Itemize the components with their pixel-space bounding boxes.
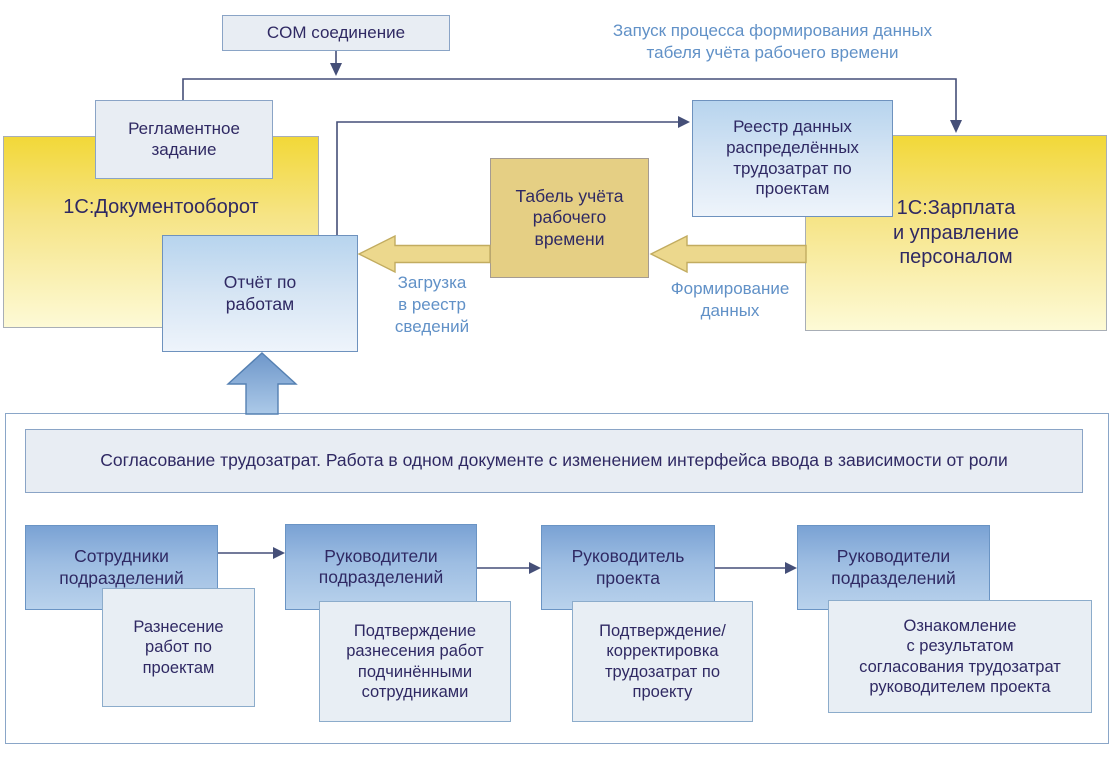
run-process-annotation: Запуск процесса формирования данных табе… [612,21,933,63]
task-box-confirm-allocation: Подтверждение разнесения работ подчинённ… [319,601,511,722]
role-box-dept-heads-1: Руководители подразделений [285,524,477,610]
timesheet-to-report-block-arrow [357,234,491,274]
task-box-confirm-adjust: Подтверждение/ корректировка трудозатрат… [572,601,753,722]
node-com-connection: COM соединение [222,15,450,51]
role-box-dept-heads-2: Руководители подразделений [797,525,990,610]
task-box-allocate-work: Разнесение работ по проектам [102,588,255,707]
form-data-annotation: Формирование данных [670,279,790,321]
node-labor-registry: Реестр данных распределённых трудозатрат… [692,100,893,217]
node-timesheet: Табель учёта рабочего времени [490,158,649,278]
node-scheduled-task: Регламентное задание [95,100,273,179]
task-box-review-result: Ознакомление с результатом согласования … [828,600,1092,713]
load-registry-annotation: Загрузка в реестр сведений [394,273,470,337]
com-down-arrowhead [330,63,342,76]
approval-header-bar: Согласование трудозатрат. Работа в одном… [25,429,1083,493]
bus-down-arrowhead [950,120,962,133]
zup-to-timesheet-block-arrow [649,234,807,274]
approval-to-report-up-arrow [226,352,298,415]
node-work-report: Отчёт по работам [162,235,358,352]
role-box-project-manager: Руководитель проекта [541,525,715,610]
report-to-registry-arrowhead [678,116,690,128]
